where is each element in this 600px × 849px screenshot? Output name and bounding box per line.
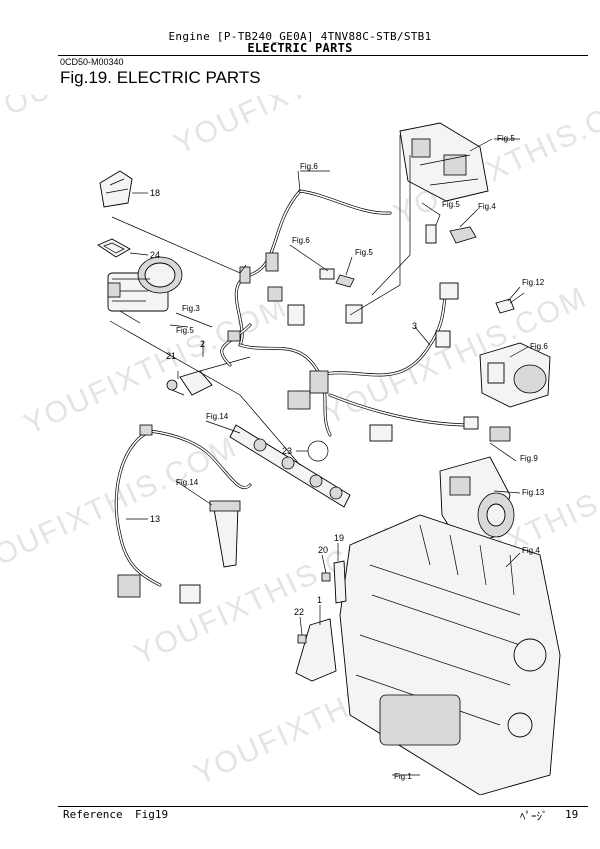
part-number: 13 <box>150 514 160 524</box>
exploded-parts-diagram: YOUFIXTHIS.COM YOUFIXTHIS.COM YOUFIXTHIS… <box>0 95 600 795</box>
fig-ref-label: Fig.13 <box>522 488 545 497</box>
watermark: YOUFIXTHIS.COM <box>169 95 442 161</box>
part-number: 23 <box>282 446 292 456</box>
fig-ref-label: Fig.3 <box>182 304 200 313</box>
fig-ref-label: Fig.12 <box>522 278 545 287</box>
part-22-bolt <box>297 634 307 644</box>
part-20-bolt <box>321 572 331 582</box>
footer-rule <box>58 806 588 807</box>
fig-ref-label: Fig.4 <box>522 546 540 555</box>
sensor-fig12 <box>495 292 525 314</box>
fig-ref-label: Fig.4 <box>478 202 496 211</box>
page-header-model: Engine [P-TB240_GE0A] 4TNV88C-STB/STB1 <box>168 30 432 43</box>
footer-reference-label: Reference <box>63 808 123 821</box>
part-number: 21 <box>166 351 176 361</box>
throttle-body <box>107 256 183 324</box>
engine-block <box>339 514 561 795</box>
part-23-oring <box>307 440 329 462</box>
header-rule <box>58 55 588 56</box>
figure-reference-labels: Fig.5 Fig.6 Fig.6 Fig.5 Fig.5 Fig.4 Fig.… <box>176 134 548 781</box>
document-id: 0CD50-M00340 <box>60 57 124 67</box>
fig-ref-label: Fig.5 <box>442 200 460 209</box>
part-number: 1 <box>317 595 322 605</box>
egr-valve <box>479 342 551 408</box>
part-number: 20 <box>318 545 328 555</box>
fig-ref-label: Fig.5 <box>497 134 515 143</box>
fuel-injector <box>209 500 241 568</box>
figure-title: Fig.19. ELECTRIC PARTS <box>60 68 261 87</box>
part-number: 24 <box>150 250 160 260</box>
fig-ref-label: Fig.14 <box>176 478 199 487</box>
fig-ref-label: Fig.5 <box>355 248 373 257</box>
part-number: 3 <box>412 321 417 331</box>
part-18-cap <box>99 170 133 208</box>
main-wire-harness <box>220 189 472 437</box>
sensor-assembly-top <box>399 122 489 202</box>
part-21-bolt <box>166 379 185 396</box>
pressure-sensor <box>319 268 355 288</box>
leader-lines <box>109 135 529 776</box>
fig-ref-label: Fig.5 <box>176 326 194 335</box>
watermark: YOUFIXTHIS.COM <box>319 280 592 431</box>
fuel-pump <box>439 456 515 548</box>
harness-connectors <box>227 252 511 442</box>
part-24-gasket <box>97 238 131 258</box>
part-13-injector-harness <box>114 424 252 604</box>
page-header-section: ELECTRIC PARTS <box>247 41 353 55</box>
common-rail <box>229 424 351 508</box>
fig-ref-label: Fig.1 <box>394 772 412 781</box>
part-number: 18 <box>150 188 160 198</box>
part-2-bracket <box>179 356 251 396</box>
watermark: YOUFIXTHIS.COM <box>19 290 292 441</box>
fig-ref-label: Fig.6 <box>292 236 310 245</box>
footer-page-number: 19 <box>565 808 579 821</box>
part-number-labels: 18 24 21 2 3 23 13 20 19 1 22 <box>150 188 417 617</box>
temperature-sensor <box>425 224 477 244</box>
part-1-bracket <box>295 618 337 682</box>
footer-page-label: ﾍﾟｰｼﾞ <box>520 810 548 823</box>
fig-ref-label: Fig.6 <box>300 162 318 171</box>
part-number: 19 <box>334 533 344 543</box>
fig-ref-label: Fig.14 <box>206 412 229 421</box>
part-19-bracket <box>333 560 347 604</box>
fig-ref-label: Fig.9 <box>520 454 538 463</box>
fig-ref-label: Fig.6 <box>530 342 548 351</box>
footer-figure: Fig19 <box>135 808 169 821</box>
part-number: 22 <box>294 607 304 617</box>
part-number: 2 <box>200 339 205 349</box>
